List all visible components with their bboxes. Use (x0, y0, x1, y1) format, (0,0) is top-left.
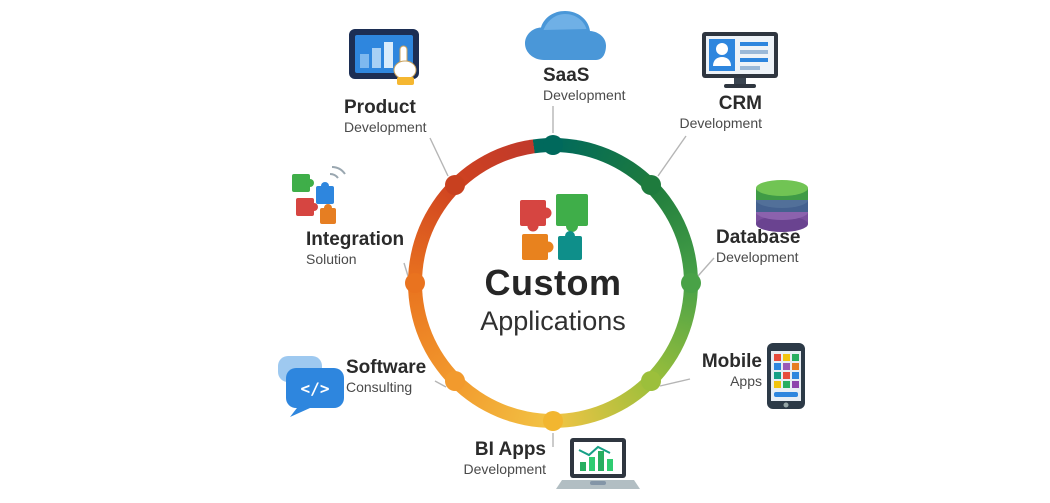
puzzle-icon (286, 164, 352, 230)
svg-text:</>: </> (301, 379, 330, 398)
connector-line (697, 257, 715, 277)
item-title: SaaS (543, 65, 590, 86)
connector-line (657, 135, 687, 177)
center-title: Custom (484, 262, 622, 303)
item-subtitle: Development (716, 249, 799, 265)
cloud-icon (520, 8, 616, 64)
node-mobile (641, 371, 661, 391)
node-biapps (543, 411, 563, 431)
label-saas: SaaS Development (543, 64, 626, 104)
center-title-block: Custom Applications (433, 262, 673, 338)
node-saas (543, 135, 563, 155)
item-subtitle: Development (543, 87, 626, 103)
ring-hole (422, 152, 684, 414)
label-mobile: Mobile Apps (662, 350, 762, 390)
item-subtitle: Apps (730, 373, 762, 389)
item-title: CRM (718, 93, 762, 114)
center-subtitle: Applications (480, 306, 626, 336)
item-subtitle: Development (344, 119, 427, 135)
laptop-chart-icon (556, 436, 640, 492)
database-icon (752, 176, 812, 234)
tablet-touch-icon (348, 26, 424, 86)
chat-code-icon: </> (276, 354, 346, 418)
label-software: Software Consulting (346, 356, 426, 396)
item-title: Software (346, 357, 427, 378)
item-subtitle: Solution (306, 251, 357, 267)
node-integration (405, 273, 425, 293)
item-subtitle: Consulting (346, 379, 413, 395)
item-subtitle: Development (463, 461, 547, 477)
node-database (681, 273, 701, 293)
label-crm: CRM Development (642, 92, 763, 132)
label-biapps: BI Apps Development (420, 438, 547, 478)
item-title: Integration (306, 229, 405, 250)
node-product (445, 175, 465, 195)
item-title: Database (716, 227, 801, 248)
smartphone-icon (766, 342, 806, 410)
item-subtitle: Development (679, 115, 763, 131)
label-database: Database Development (716, 226, 801, 266)
label-product: Product Development (344, 96, 427, 136)
connector-line (429, 137, 449, 177)
crm-monitor-icon (700, 30, 780, 92)
item-title: Product (344, 97, 416, 118)
item-title: Mobile (701, 351, 762, 372)
node-software (445, 371, 465, 391)
node-crm (641, 175, 661, 195)
puzzle-pieces-icon (512, 192, 600, 268)
item-title: BI Apps (474, 439, 546, 460)
label-integration: Integration Solution (306, 228, 404, 268)
